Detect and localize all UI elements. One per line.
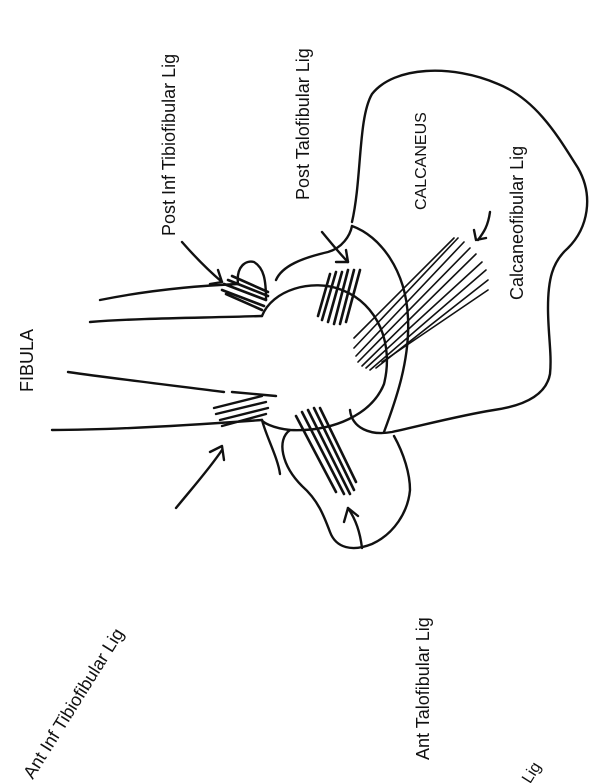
fibula-label: FIBULA [18, 329, 36, 392]
post-inf-tibiofibular-lig-fibers [222, 276, 268, 310]
fibula-upper-line [100, 284, 238, 300]
arrow-ant-inf-tibiofibular [176, 446, 224, 508]
fibula-bottom-line [52, 420, 262, 430]
fibula-lower-line [68, 372, 224, 392]
arrow-post-inf-tibiofibular [182, 242, 222, 284]
calcaneus-label: CALCANEUS [414, 112, 430, 210]
ant-talofibular-label: Ant Talofibular Lig [414, 617, 432, 760]
arrow-calcaneofibular [474, 212, 490, 240]
arrow-ant-talofibular [344, 508, 362, 548]
ant-inf-tibiofibular-lig-fibers [214, 392, 276, 426]
post-talofibular-label: Post Talofibular Lig [294, 48, 312, 200]
fibula-mid-line [90, 316, 262, 322]
calcaneofibular-label: Calcaneofibular Lig [508, 146, 526, 300]
post-talofibular-lig-fibers [318, 270, 360, 324]
arrow-post-talofibular [322, 232, 348, 262]
post-inf-tibiofibular-label: Post Inf Tibiofibular Lig [160, 54, 178, 236]
calcaneofibular-lig-fibers [354, 238, 488, 370]
